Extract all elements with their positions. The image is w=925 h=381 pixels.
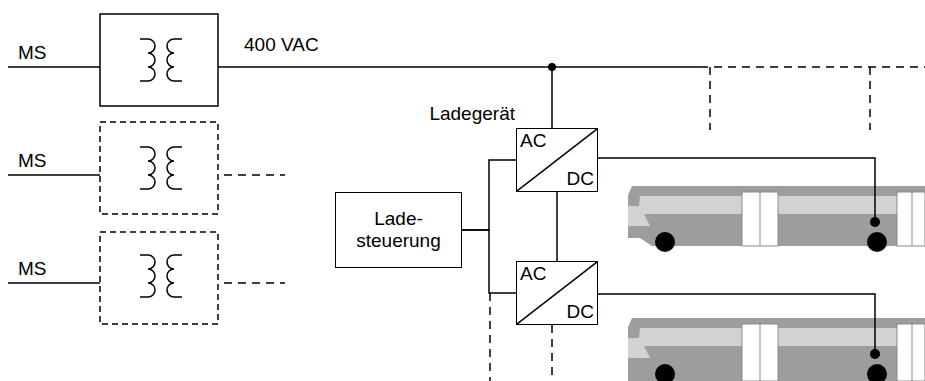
charger-heading: Ladegerät: [429, 103, 515, 125]
converter-box: LadegerätACDC: [516, 128, 598, 192]
ac-label: AC: [520, 263, 546, 285]
dc-label: DC: [567, 168, 594, 190]
connector-line: [462, 160, 516, 230]
line-label: MS: [18, 258, 47, 280]
connector-line: [462, 230, 516, 293]
ac-label: AC: [520, 130, 546, 152]
line-label: MS: [18, 42, 47, 64]
connector-line: [556, 192, 558, 261]
voltage-label: 400 VAC: [244, 34, 319, 56]
line-label: MS: [18, 150, 47, 172]
control-box: Lade- steuerung: [335, 192, 462, 268]
dc-label: DC: [567, 301, 594, 323]
box-label: Lade- steuerung: [351, 208, 447, 252]
converter-box: AC DC: [516, 261, 598, 325]
